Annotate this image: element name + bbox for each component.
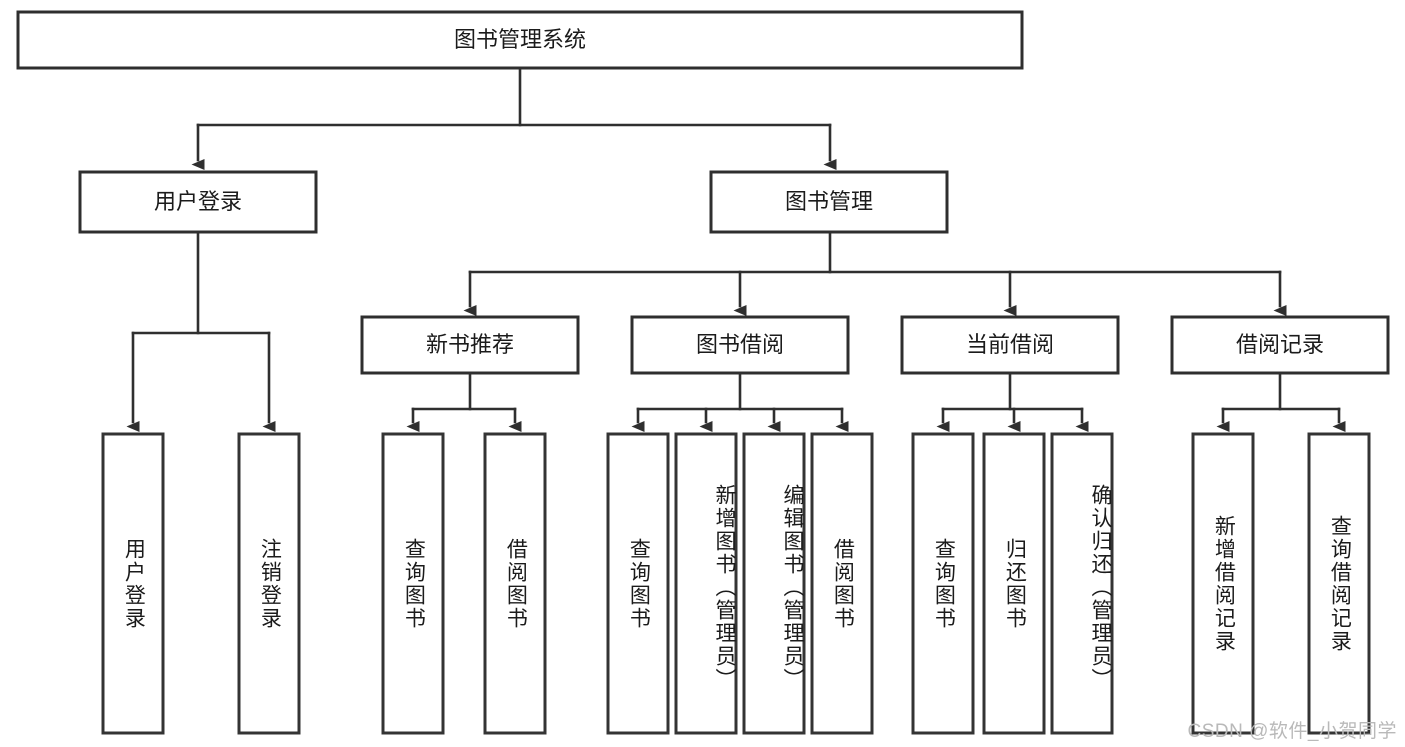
node-book-borrow-label: 图书借阅 [696, 332, 784, 357]
node-current-borrow[interactable]: 当前借阅 [900, 315, 1120, 375]
node-borrow-records[interactable]: 借阅记录 [1170, 315, 1390, 375]
node-new-book-rec-label: 新书推荐 [426, 332, 514, 357]
node-book-manage-label: 图书管理 [785, 189, 873, 214]
leaf-box-return-book[interactable] [982, 432, 1046, 735]
csdn-watermark: CSDN @软件_小贺同学 [1187, 721, 1397, 742]
leaf-box-add-record[interactable] [1191, 432, 1255, 735]
leaf-box-edit-book[interactable] [742, 432, 806, 735]
leaf-box-query-book-1[interactable] [381, 432, 445, 735]
connector-layer [126, 66, 1346, 432]
node-book-manage[interactable]: 图书管理 [709, 170, 949, 234]
leaf-box-query-record[interactable] [1307, 432, 1371, 735]
node-root[interactable]: 图书管理系统 [16, 10, 1024, 70]
leaf-box-logout[interactable] [237, 432, 301, 735]
node-user-login-label: 用户登录 [154, 189, 242, 214]
leaf-box-borrow-book-1[interactable] [483, 432, 547, 735]
leaf-box-borrow-book-2[interactable] [810, 432, 874, 735]
node-current-borrow-label: 当前借阅 [966, 332, 1054, 357]
leaf-box-query-book-2[interactable] [606, 432, 670, 735]
leaf-box-confirm-return[interactable] [1050, 432, 1114, 735]
node-book-borrow[interactable]: 图书借阅 [630, 315, 850, 375]
node-borrow-records-label: 借阅记录 [1236, 332, 1324, 357]
node-user-login[interactable]: 用户登录 [78, 170, 318, 234]
node-root-label: 图书管理系统 [454, 27, 586, 52]
leaf-box-add-book[interactable] [674, 432, 738, 735]
leaf-box-user-login[interactable] [101, 432, 165, 735]
leaf-box-layer [101, 432, 1371, 735]
leaf-box-query-book-3[interactable] [911, 432, 975, 735]
node-new-book-rec[interactable]: 新书推荐 [360, 315, 580, 375]
